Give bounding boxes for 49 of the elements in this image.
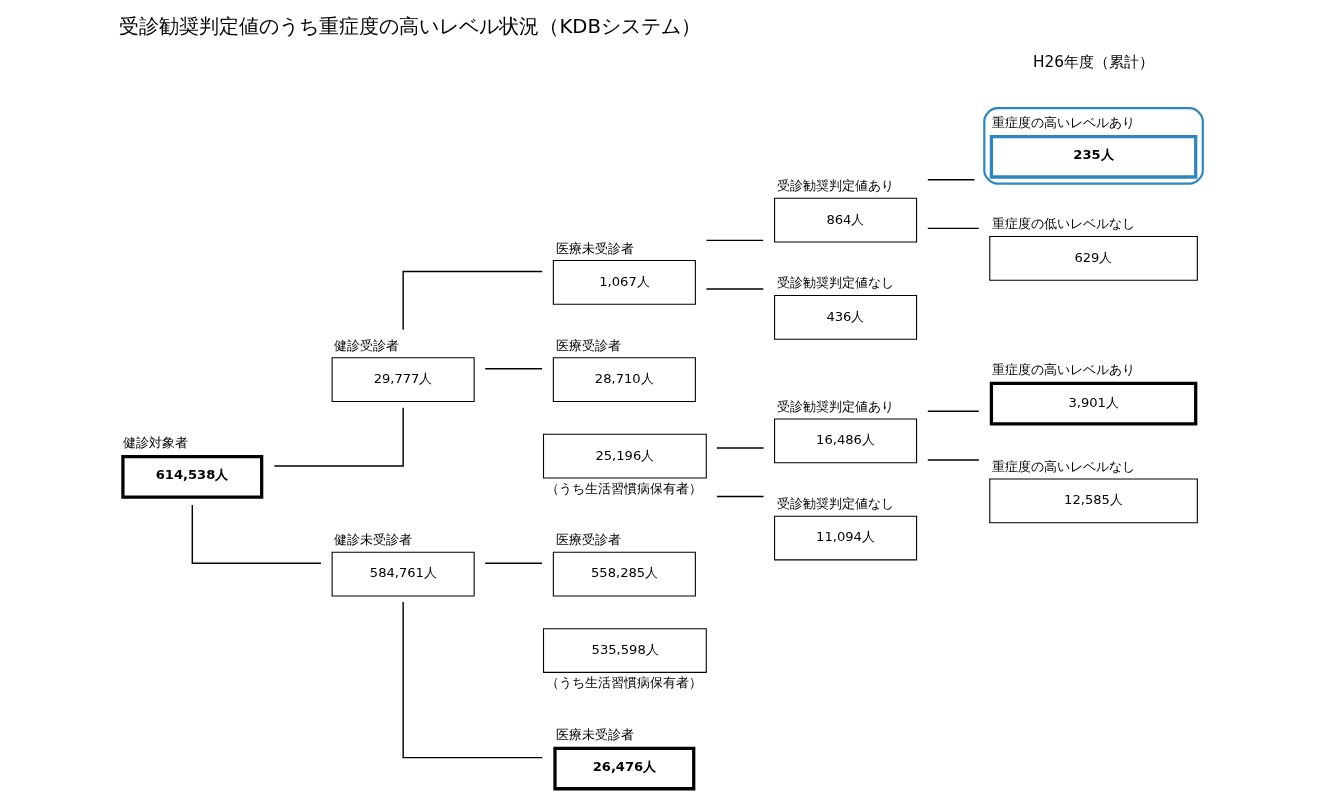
node-label: （うち生活習慣病保有者） — [545, 675, 702, 691]
connector — [402, 601, 543, 759]
connector — [716, 495, 765, 498]
node-box: 重症度の高いレベルあり 235人 — [983, 107, 1204, 185]
node-box: 3,901人 — [989, 381, 1198, 426]
node-box: 1,067人 — [552, 260, 696, 305]
node-box: 629人 — [989, 236, 1198, 281]
label: H26年度（累計） — [1033, 52, 1155, 71]
node-label: 健診受診者 — [334, 337, 400, 353]
connector — [927, 227, 980, 230]
node-box: 558,285人 — [552, 551, 696, 597]
node-label: 医療未受診者 — [555, 726, 634, 742]
connector — [927, 179, 976, 181]
node-box: 28,710人 — [552, 357, 696, 403]
node-box: 614,538人 — [121, 455, 264, 499]
connector — [484, 562, 543, 564]
node-label: 医療受診者 — [555, 337, 621, 353]
connector — [705, 288, 764, 290]
node-label: 重症度の低いレベルなし — [991, 216, 1135, 232]
node-box: 25,196人 — [542, 433, 707, 479]
node-box: 16,486人 — [774, 418, 918, 464]
connector — [927, 459, 980, 461]
connector — [927, 410, 980, 413]
node-label: 受診勧奨判定値あり — [776, 178, 894, 194]
node-label: 健診未受診者 — [334, 532, 413, 548]
diagram-title: 受診勧奨判定値のうち重症度の高いレベル状況（KDBシステム） — [119, 14, 701, 38]
node-label: 健診対象者 — [123, 434, 189, 450]
node-box: 864人 — [774, 197, 918, 243]
node-box: 12,585人 — [989, 478, 1198, 524]
node-label: 重症度の高いレベルあり — [991, 361, 1135, 377]
connector — [402, 270, 543, 331]
node-label: 受診勧奨判定値あり — [776, 398, 894, 414]
node-label: 重症度の高いレベルなし — [991, 458, 1135, 474]
connector — [716, 447, 765, 449]
node-box: 11,094人 — [774, 515, 918, 561]
node-label: 医療受診者 — [555, 532, 621, 548]
node-label: （うち生活習慣病保有者） — [545, 480, 702, 496]
node-box: 584,761人 — [331, 551, 475, 597]
node-box: 436人 — [774, 295, 918, 340]
node-box: 26,476人 — [553, 746, 696, 791]
node-label: 受診勧奨判定値なし — [776, 496, 894, 512]
node-box: 535,598人 — [542, 628, 707, 673]
node-label: 医療未受診者 — [555, 240, 634, 256]
connector — [705, 239, 764, 242]
connector — [191, 504, 322, 564]
node-label: 受診勧奨判定値なし — [776, 275, 894, 291]
node-box: 29,777人 — [331, 357, 475, 403]
connector — [273, 407, 404, 467]
connector — [484, 368, 543, 370]
